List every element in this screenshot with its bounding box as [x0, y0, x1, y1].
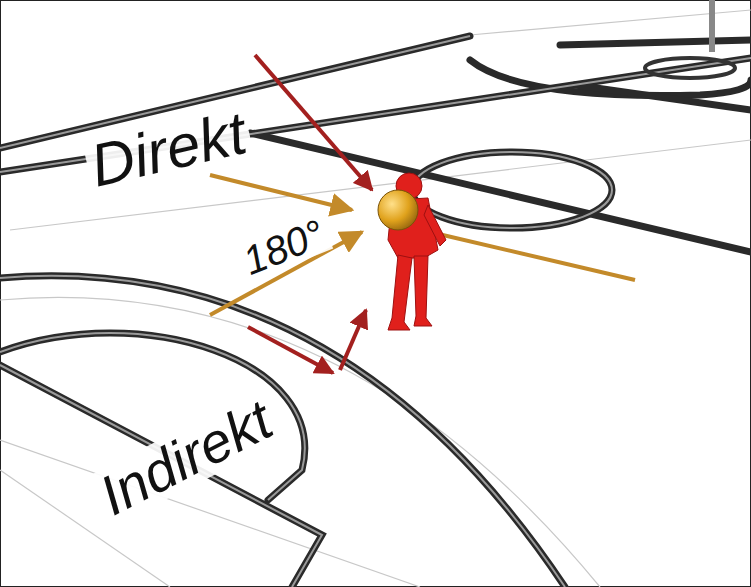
goal-area	[709, 0, 715, 52]
faint-lines	[0, 10, 751, 587]
pitch-lines-dark	[0, 276, 565, 587]
red-arrows	[248, 327, 333, 373]
gold-arrows	[430, 232, 635, 280]
goal-area	[645, 58, 735, 78]
goal-area	[645, 0, 735, 78]
faint-lines	[0, 297, 600, 587]
pitch-lines-dark	[412, 152, 612, 228]
pitch-lines-highlight	[0, 365, 322, 587]
player-figure	[388, 255, 412, 330]
ball	[378, 190, 418, 230]
pitch-lines-highlight	[0, 276, 565, 587]
faint-lines	[470, 10, 751, 35]
gold-arrows	[210, 175, 352, 210]
pitch-lines-dark	[560, 40, 751, 45]
red-arrows	[340, 310, 366, 370]
pitch-lines-dark	[0, 36, 751, 587]
pitch-lines-highlight	[0, 36, 751, 587]
red-arrows	[255, 55, 372, 190]
pitch-lines-dark	[0, 365, 322, 587]
player-figure	[414, 256, 432, 326]
ball	[378, 190, 418, 230]
pitch-lines-dark	[575, 85, 751, 110]
player-figure	[424, 205, 446, 246]
pitch-lines-highlight	[412, 152, 612, 228]
